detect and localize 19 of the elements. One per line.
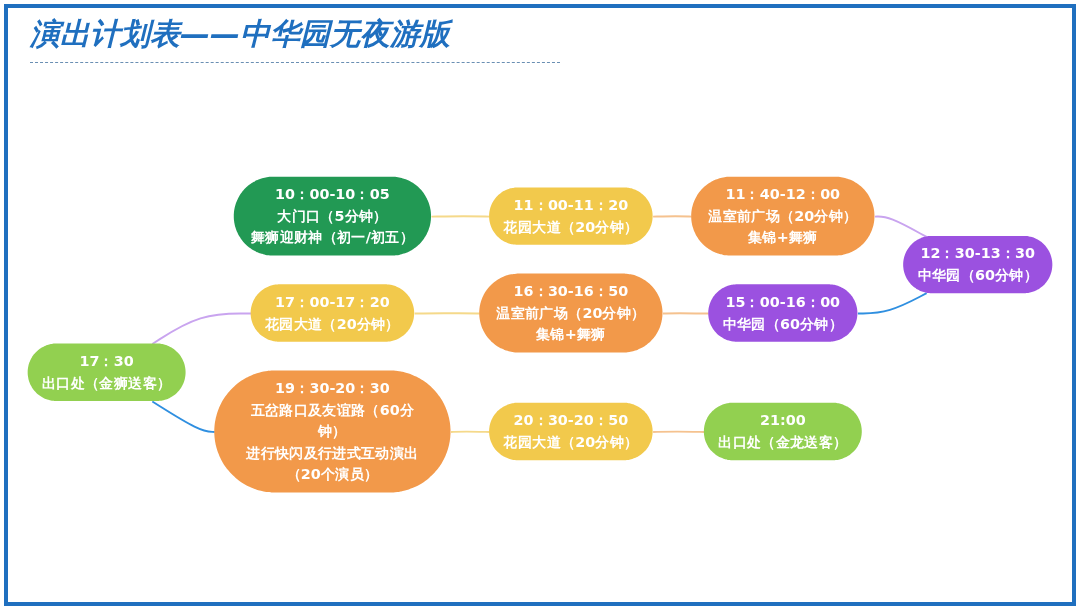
node-box: 15：00-16：00 中华园（60分钟）: [708, 284, 858, 343]
node-box: 17：00-17：20 花园大道（20分钟）: [250, 284, 415, 343]
node-box: 20：30-20：50 花园大道（20分钟）: [489, 403, 653, 461]
node-box: 11：40-12：00 温室前广场（20分钟） 集锦+舞狮: [691, 177, 875, 257]
connector: [652, 215, 693, 218]
connector: [151, 400, 216, 434]
node-box: 21:00 出口处（金龙送客）: [703, 403, 862, 461]
node-box: 12：30-13：30 中华园（60分钟）: [903, 236, 1053, 294]
connector: [413, 312, 481, 315]
node-box: 17：30 出口处（金狮送客）: [27, 343, 186, 402]
node-box: 11：00-11：20 花园大道（20分钟）: [489, 187, 653, 246]
connector: [856, 292, 928, 315]
connector: [450, 431, 491, 434]
node-box: 16：30-16：50 温室前广场（20分钟） 集锦+舞狮: [479, 273, 663, 353]
connector: [873, 215, 928, 239]
connector: [662, 312, 710, 315]
node-box: 10：00-10：05 大门口（5分钟） 舞狮迎财神（初一/初五）: [233, 177, 431, 257]
connector: [430, 215, 491, 218]
connector: [652, 431, 706, 434]
